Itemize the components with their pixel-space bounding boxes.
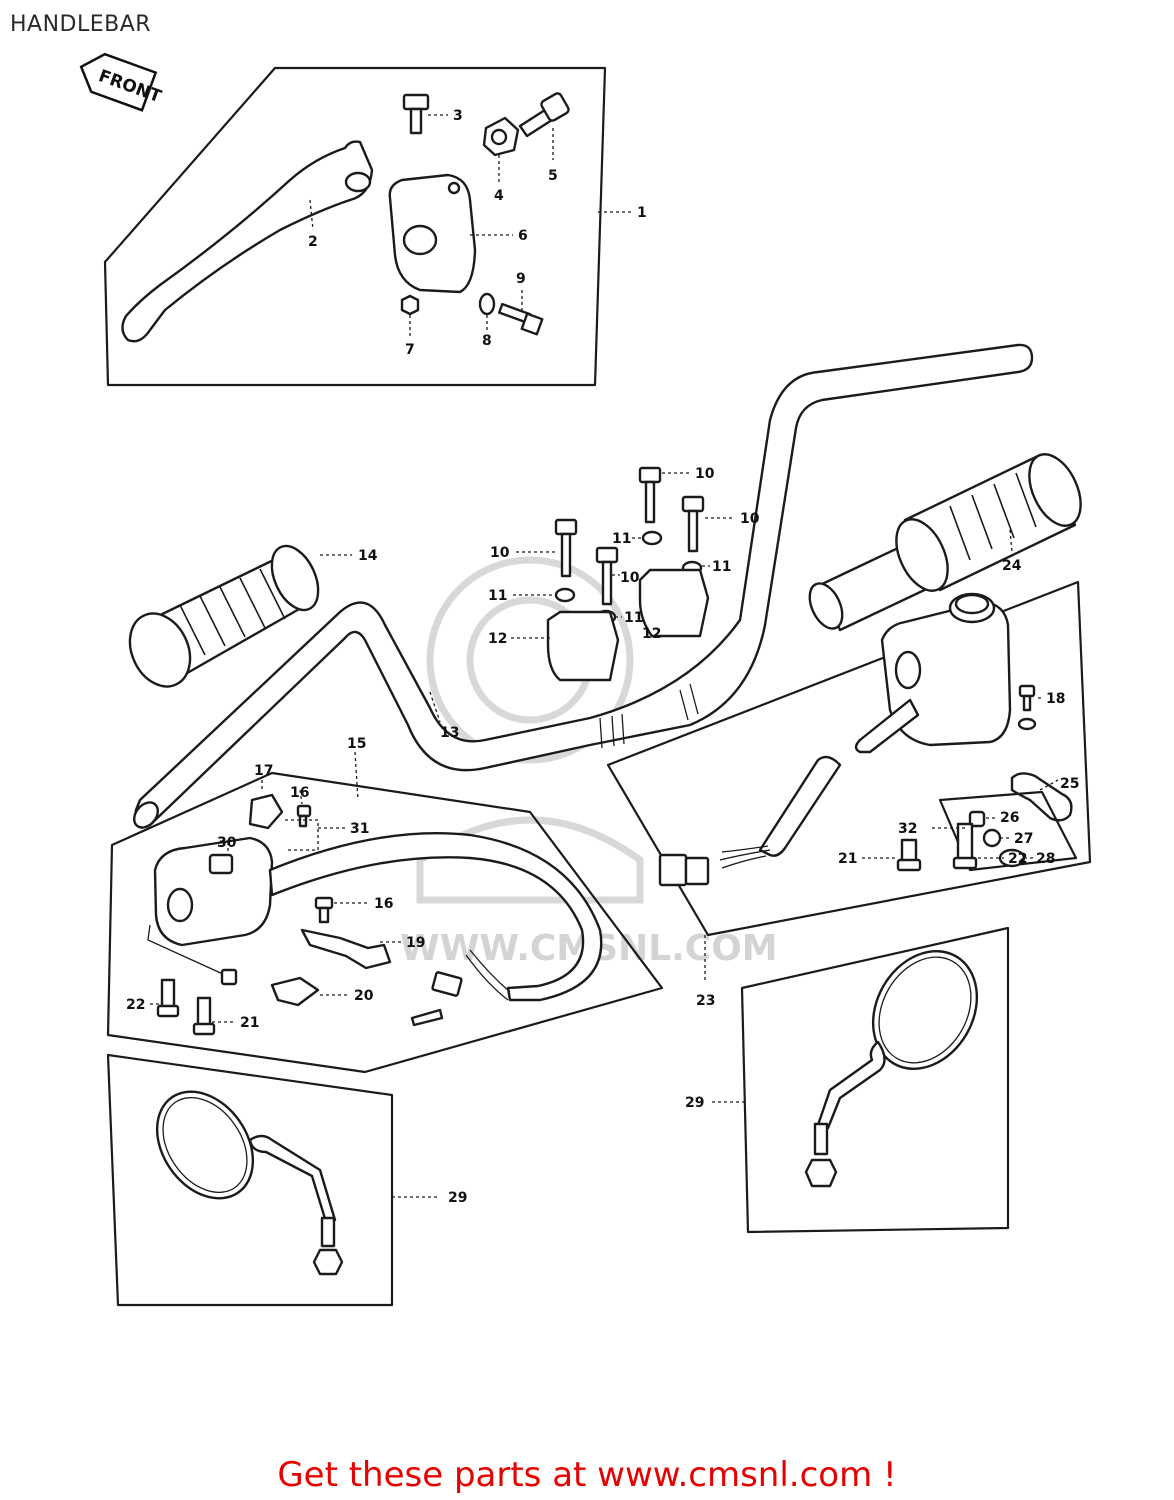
bolt-9 [497, 302, 544, 336]
clutch-lever [121, 140, 374, 343]
callout-9: 9 [516, 271, 526, 287]
callout-10-d: 10 [620, 570, 640, 586]
screws-16 [296, 804, 334, 924]
left-switch-housing [147, 836, 274, 986]
clamps [546, 568, 710, 682]
page-title: HANDLEBAR [10, 12, 152, 37]
left-switch-panel [106, 771, 664, 1074]
callout-24: 24 [1002, 558, 1022, 574]
callout-5: 5 [548, 168, 558, 184]
plate-19 [300, 928, 392, 970]
callout-3: 3 [453, 108, 463, 124]
lever-25 [1010, 772, 1073, 822]
callout-21-a: 21 [240, 1015, 259, 1031]
left-mirror [155, 1090, 344, 1276]
washer-8 [478, 292, 496, 316]
piece-20 [270, 976, 320, 1007]
right-mirror-panel [740, 926, 1010, 1234]
right-mirror [804, 949, 979, 1188]
part-26 [968, 810, 986, 828]
callout-15: 15 [347, 736, 366, 752]
lever-holder [388, 173, 477, 294]
callout-12-b: 12 [642, 626, 661, 642]
callout-11-a: 11 [612, 531, 631, 547]
callout-28: 28 [1036, 851, 1055, 867]
right-switch-cable [658, 755, 842, 887]
callout-29-a: 29 [448, 1190, 467, 1206]
left-switch-cable [268, 832, 603, 1027]
callout-8: 8 [482, 333, 492, 349]
callout-12-a: 12 [488, 631, 507, 647]
parts-diagram: WWW.CMSNL.COM FRONT [79, 52, 1092, 1307]
callout-32: 32 [898, 821, 917, 837]
clamp-bolts [554, 466, 705, 606]
callout-10-c: 10 [490, 545, 510, 561]
bolt-18 [1017, 684, 1037, 731]
adjuster-bolt-5 [518, 92, 570, 138]
callout-10-b: 10 [740, 511, 760, 527]
callout-26: 26 [1000, 810, 1019, 826]
right-switch-housing [854, 592, 1012, 754]
callout-2: 2 [308, 234, 318, 250]
callout-18: 18 [1046, 691, 1065, 707]
right-grip [808, 453, 1082, 632]
callout-17: 17 [254, 763, 273, 779]
left-grip [128, 544, 320, 688]
callout-31: 31 [350, 821, 369, 837]
callout-16-b: 16 [374, 896, 393, 912]
screws-right [896, 822, 978, 872]
callout-25: 25 [1060, 776, 1079, 792]
nut-7 [400, 294, 420, 316]
callout-19: 19 [406, 935, 425, 951]
part-27 [982, 828, 1002, 848]
footer-link[interactable]: Get these parts at www.cmsnl.com ! [277, 1455, 897, 1495]
callout-20: 20 [354, 988, 374, 1004]
lever-assembly-panel [103, 66, 607, 387]
callout-13: 13 [440, 725, 459, 741]
left-mirror-panel [106, 1053, 394, 1307]
bolt-3 [402, 93, 430, 135]
callout-16-a: 16 [290, 785, 309, 801]
adjuster-nut-4 [482, 116, 520, 157]
callout-21-b: 21 [838, 851, 857, 867]
callout-7: 7 [405, 342, 415, 358]
screws-left [156, 978, 216, 1036]
callout-29-b: 29 [685, 1095, 704, 1111]
callout-14: 14 [358, 548, 378, 564]
callout-1: 1 [637, 205, 647, 221]
callout-11-c: 11 [488, 588, 507, 604]
handlebar [132, 343, 1034, 829]
callout-4: 4 [494, 188, 504, 204]
front-arrow: FRONT [79, 52, 164, 112]
callout-22-b: 22 [1008, 851, 1027, 867]
callout-27: 27 [1014, 831, 1033, 847]
switch-knob-17 [248, 793, 284, 830]
callout-11-b: 11 [712, 559, 731, 575]
callout-22-a: 22 [126, 997, 145, 1013]
callout-10-a: 10 [695, 466, 715, 482]
callout-11-d: 11 [624, 610, 643, 626]
callout-6: 6 [518, 228, 528, 244]
callout-23: 23 [696, 993, 715, 1009]
callout-30: 30 [217, 835, 237, 851]
